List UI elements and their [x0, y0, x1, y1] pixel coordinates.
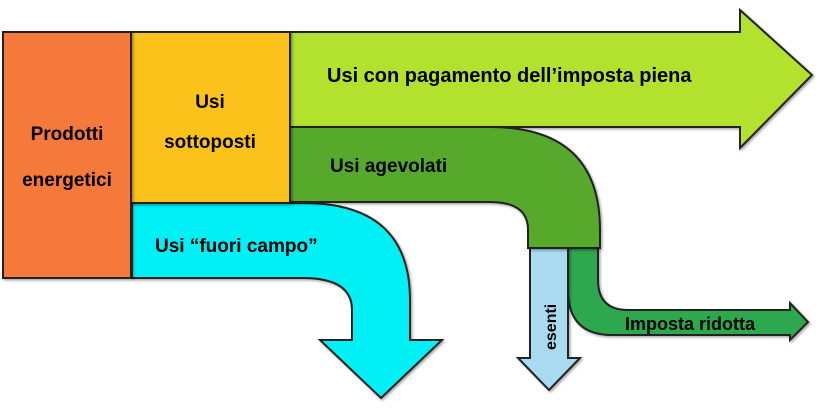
- usi-sottoposti-box: [130, 31, 291, 204]
- agevolati-band: [289, 126, 601, 249]
- agevolati-label: Usi agevolati: [330, 156, 447, 177]
- imposta-ridotta-arrow: [567, 247, 810, 343]
- sottoposti-label-line1: Usi: [195, 92, 225, 113]
- esenti-arrow: [515, 247, 583, 392]
- fuori-campo-label: Usi “fuori campo”: [155, 236, 318, 257]
- prodotti-label-line2: energetici: [22, 170, 112, 191]
- prodotti-label-line1: Prodotti: [31, 124, 104, 145]
- esenti-label: esenti: [543, 304, 560, 350]
- sottoposti-label-line2: sottoposti: [164, 132, 256, 153]
- fuori-campo-arrow: [131, 202, 445, 400]
- imposta-ridotta-label: Imposta ridotta: [625, 314, 756, 334]
- imposta-piena-label: Usi con pagamento dell’imposta piena: [327, 65, 692, 87]
- prodotti-energetici-box: [2, 31, 132, 279]
